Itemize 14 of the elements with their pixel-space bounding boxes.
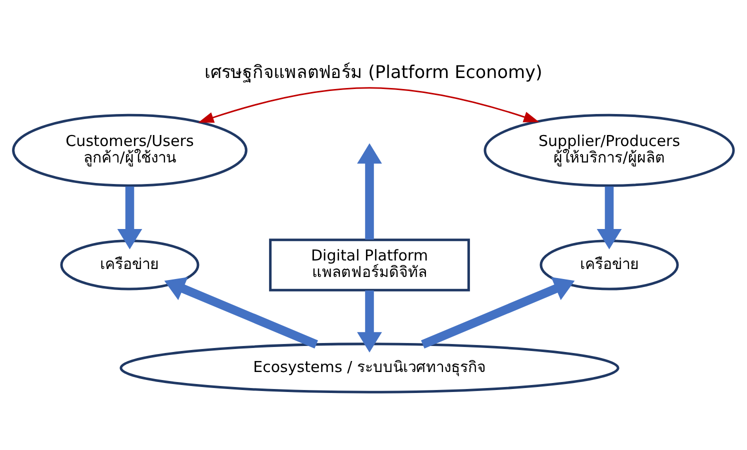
arrow <box>117 186 142 249</box>
arrow <box>596 186 622 249</box>
arrow <box>164 276 318 348</box>
arrow <box>198 86 540 122</box>
node-ellipse: เครือข่าย <box>60 239 200 290</box>
node-box: Digital Platform แพลตฟอร์มดิจิทัล <box>269 238 470 291</box>
node-ellipse: Customers/Users ลูกค้า/ผู้ใช้งาน <box>12 113 248 186</box>
arrow <box>357 290 382 352</box>
node-ellipse: Supplier/Producers ผู้ให้บริการ/ผู้ผลิต <box>484 113 735 186</box>
arrow <box>357 142 382 240</box>
node-ellipse: เครือข่าย <box>540 239 679 290</box>
diagram-title: เศรษฐกิจแพลตฟอร์ม (Platform Economy) <box>204 62 542 83</box>
node-ellipse: Ecosystems / ระบบนิเวศทางธุรกิจ <box>120 342 620 393</box>
arrow <box>421 276 575 348</box>
